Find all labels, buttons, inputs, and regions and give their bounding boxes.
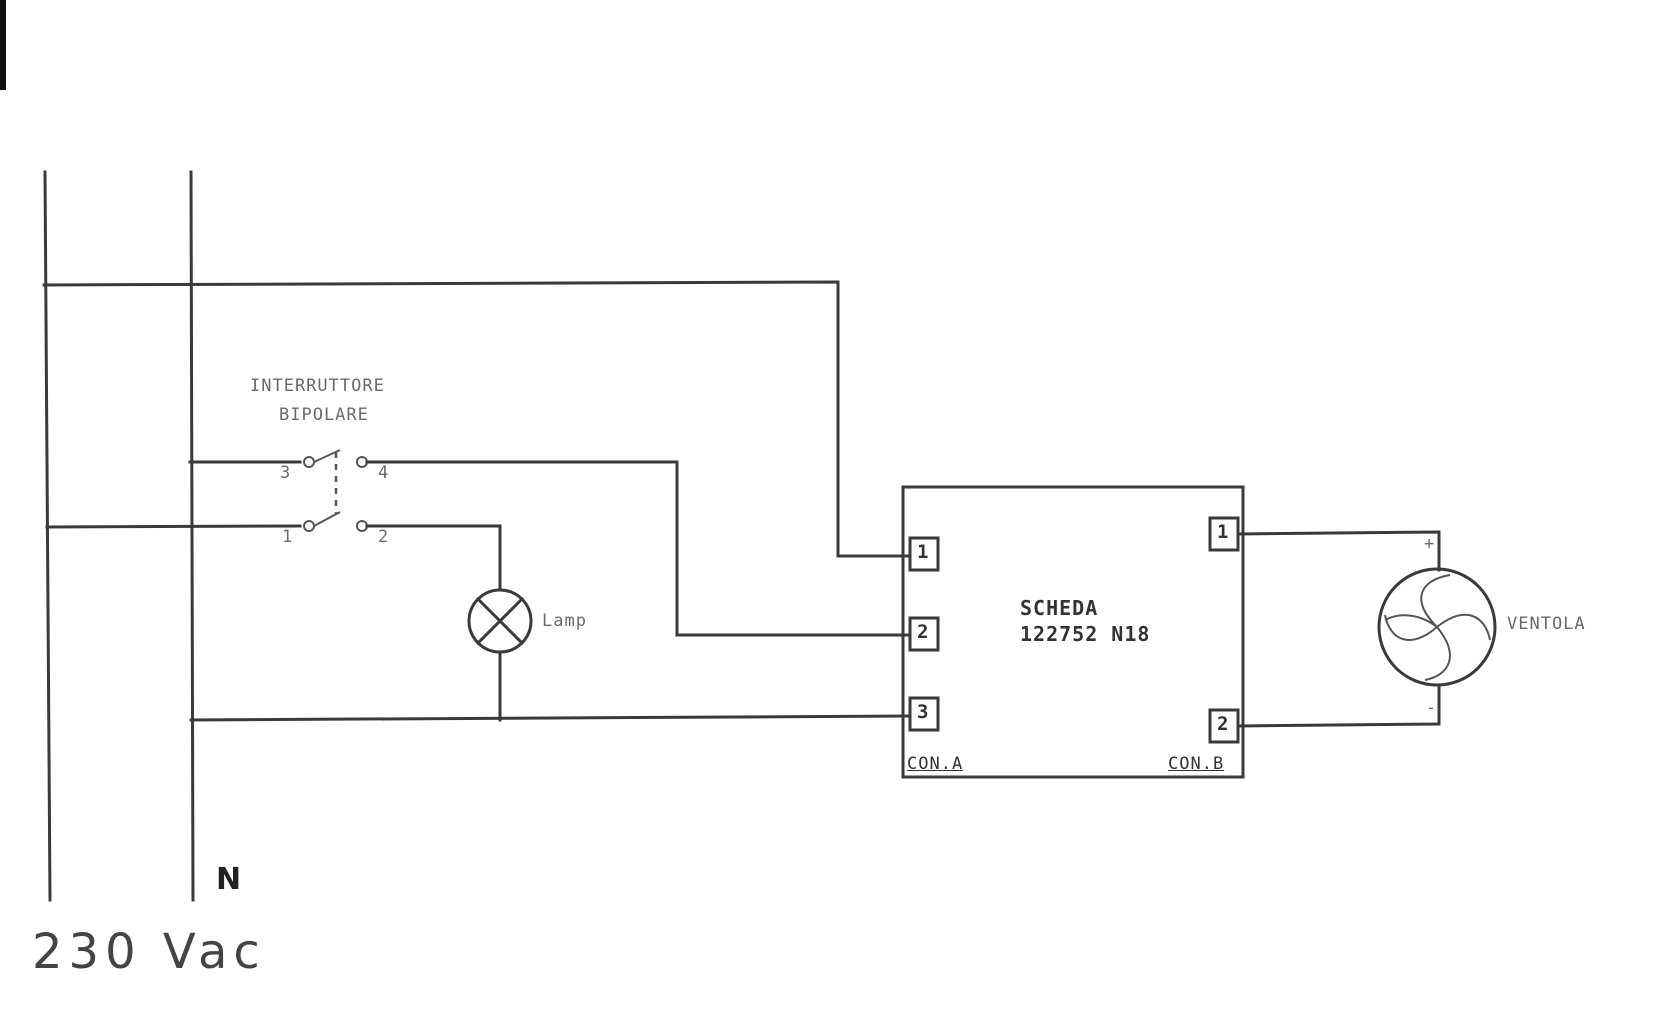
switch-contact-1 — [303, 520, 315, 532]
switch-terminal-4: 4 — [378, 463, 390, 483]
wire-neutral-to-pin3 — [189, 714, 912, 722]
con-b-label: CON.B — [1168, 754, 1225, 774]
con-a-pin3: 3 — [917, 701, 930, 723]
fan-symbol — [1377, 567, 1497, 687]
lamp-label: Lamp — [542, 611, 587, 631]
neutral-label: N — [216, 862, 243, 897]
wire-line-to-pin1 — [42, 280, 912, 558]
board-code: 122752 N18 — [1020, 622, 1151, 646]
wire-sw2-to-lamp — [365, 524, 502, 592]
switch-title-line1: INTERRUTTORE — [250, 376, 385, 396]
switch-terminal-2: 2 — [378, 527, 390, 547]
con-a-pin3-box — [908, 696, 940, 732]
wire-conb1-to-fan — [1236, 530, 1441, 572]
con-b-pin1: 1 — [1217, 521, 1230, 543]
con-b-pin2: 2 — [1217, 713, 1230, 735]
switch-blade-lower — [313, 511, 341, 527]
con-a-label: CON.A — [907, 754, 964, 774]
con-a-pin2: 2 — [917, 621, 930, 643]
wire-line-to-sw1 — [45, 524, 302, 529]
line-bus — [43, 170, 52, 902]
switch-contact-3 — [303, 456, 315, 468]
fan-plus: + — [1424, 534, 1436, 554]
con-a-pin2-box — [908, 616, 940, 652]
board-name: SCHEDA — [1020, 596, 1099, 620]
scan-edge — [0, 0, 6, 90]
con-a-pin1: 1 — [917, 541, 930, 563]
switch-title-line2: BIPOLARE — [279, 405, 369, 425]
board-outline — [901, 485, 1245, 779]
switch-terminal-3: 3 — [280, 463, 292, 483]
switch-terminal-1: 1 — [282, 527, 294, 547]
voltage-label: 230 Vac — [32, 924, 266, 980]
neutral-bus — [189, 170, 195, 902]
fan-minus: - — [1426, 698, 1438, 718]
wire-sw4-to-pin2 — [365, 460, 912, 637]
fan-label: VENTOLA — [1507, 614, 1586, 634]
con-a-pin1-box — [908, 536, 940, 572]
wire-conb2-to-fan — [1236, 683, 1441, 728]
